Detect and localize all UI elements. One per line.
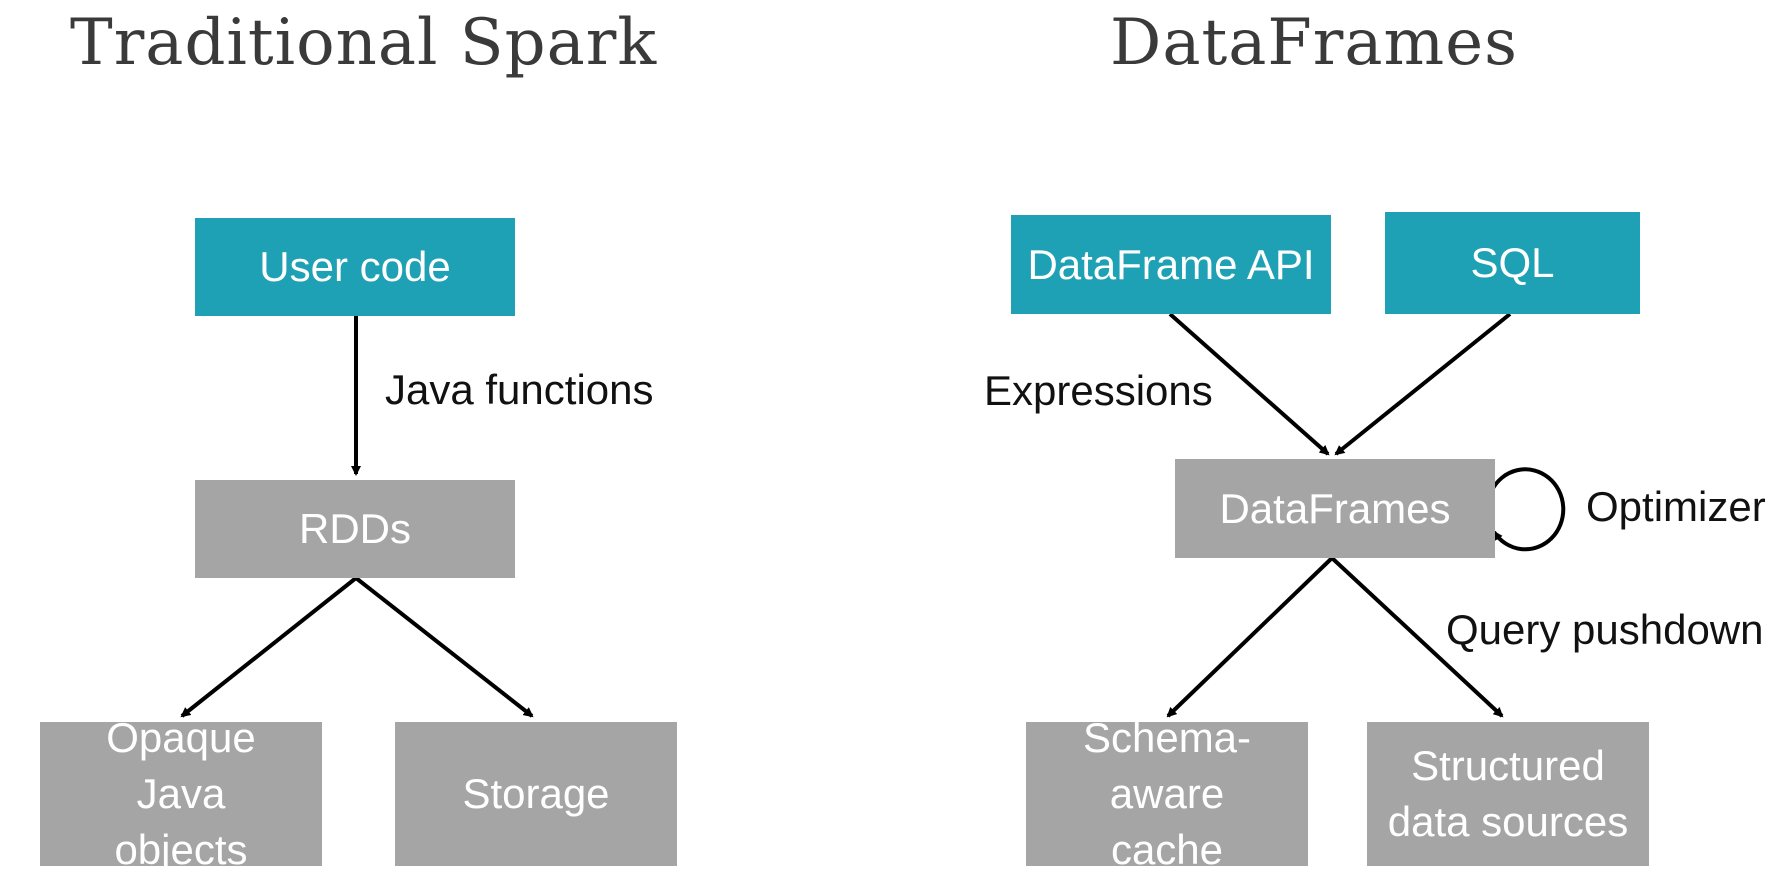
arrow-sql-to-dataframes: [1334, 312, 1512, 456]
java-functions-label: Java functions: [385, 366, 654, 413]
sql-label: SQL: [1470, 239, 1555, 286]
user-code-box: User code: [195, 218, 515, 316]
traditional-spark-title: Traditional Spark: [70, 6, 658, 80]
rdds-box: RDDs: [195, 480, 515, 578]
opaque-java-objects-box: Opaque Java objects: [40, 722, 322, 866]
rdds-label: RDDs: [299, 505, 411, 552]
arrow-rdds-to-storage: [354, 576, 534, 718]
dataframes-box: DataFrames: [1175, 459, 1495, 558]
schema-aware-cache-label: Schema- aware cache: [1082, 722, 1252, 866]
arrow-rdds-to-opaque: [180, 576, 358, 718]
dataframe-api-box: DataFrame API: [1011, 215, 1331, 314]
query-pushdown-label: Query pushdown: [1446, 606, 1764, 653]
optimizer-loop-arrow: [1490, 467, 1566, 552]
structured-data-sources-box: Structured data sources: [1367, 722, 1649, 866]
user-code-label: User code: [259, 243, 451, 290]
dataframe-api-label: DataFrame API: [1027, 240, 1315, 288]
arrow-dataframes-to-sources: [1330, 556, 1504, 718]
dataframes-title: DataFrames: [1110, 6, 1518, 80]
expressions-label: Expressions: [984, 367, 1213, 414]
optimizer-label: Optimizer: [1586, 483, 1766, 530]
opaque-java-objects-label: Opaque Java objects: [106, 722, 256, 866]
arrow-dfapi-to-dataframes: [1168, 312, 1330, 456]
structured-data-sources-label: Structured data sources: [1387, 742, 1629, 845]
schema-aware-cache-box: Schema- aware cache: [1026, 722, 1308, 866]
arrow-dataframes-to-cache: [1166, 556, 1334, 718]
storage-label: Storage: [462, 770, 610, 817]
storage-box: Storage: [395, 722, 677, 866]
dataframes-label: DataFrames: [1219, 484, 1451, 532]
sql-box: SQL: [1385, 212, 1640, 314]
